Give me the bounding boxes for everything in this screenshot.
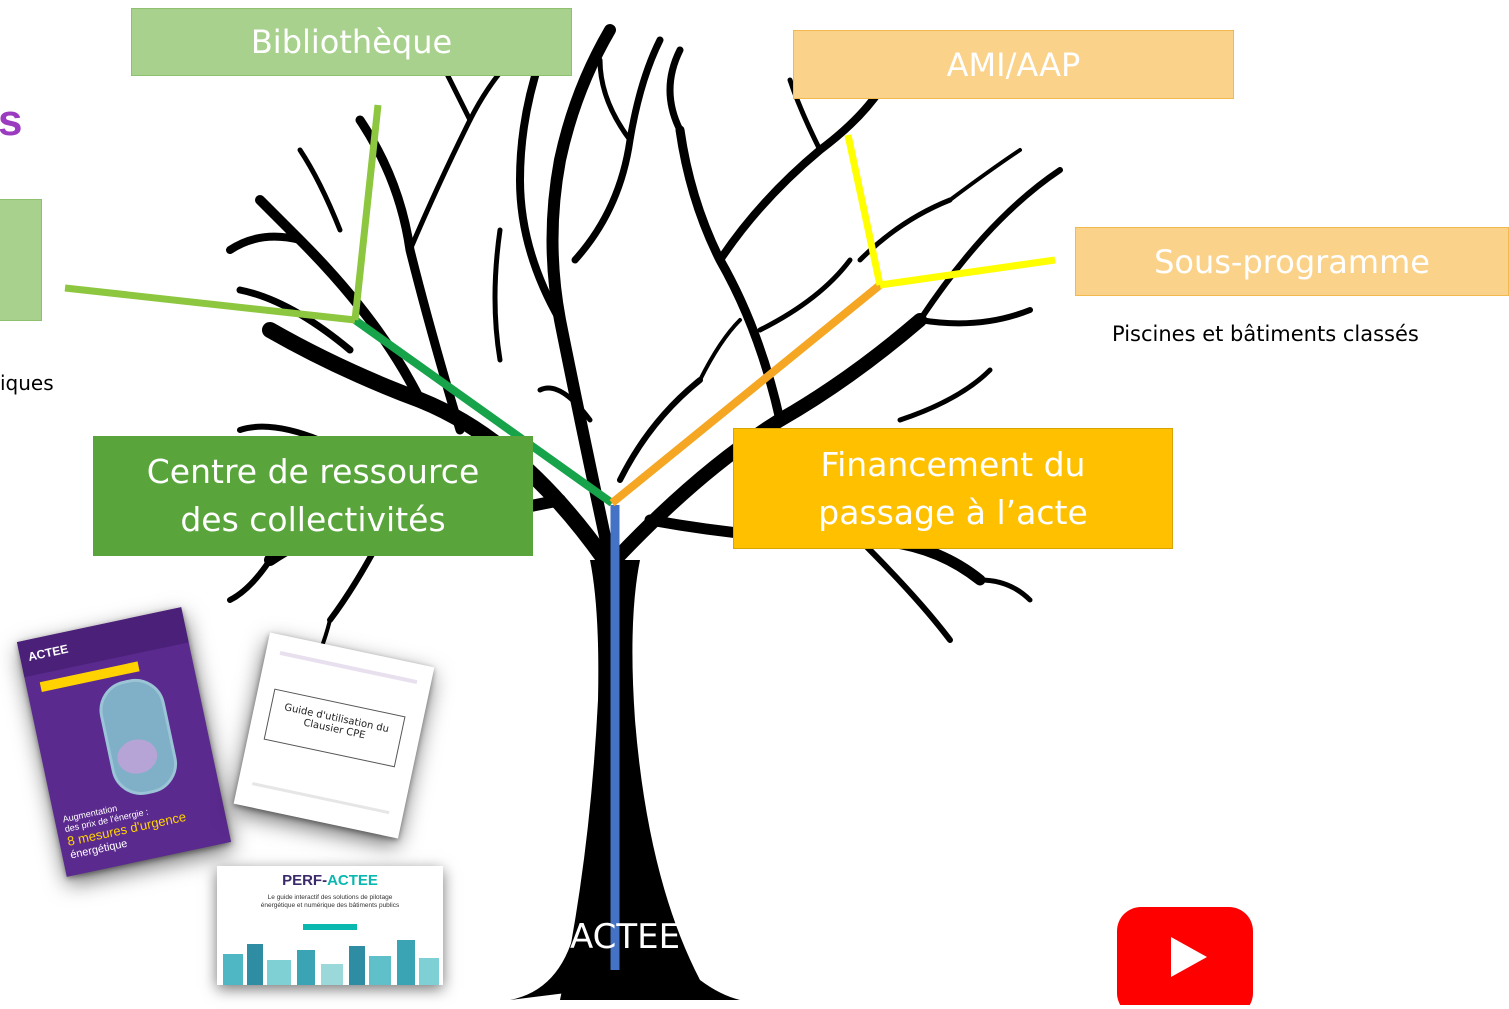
perf-title-part1: PERF- [282,872,328,889]
branch [787,77,823,153]
connector-yellow-up [844,134,884,286]
perf-subtitle-line2: énergétique et numérique des bâtiments p… [260,902,400,910]
branch [407,47,523,253]
branch [948,148,1022,202]
guide-footer-line [251,782,390,815]
branch [716,86,884,264]
left-caption-fragment: iques [0,371,54,395]
tree-root-left [510,930,590,1000]
financement-line2: passage à l’acte [818,492,1088,532]
centre-ressource-box[interactable]: Centre de ressource des collectivités [93,436,533,556]
ami-aap-box[interactable]: AMI/AAP [793,30,1234,99]
clausier-cpe-guide[interactable]: Guide d'utilisation du Clausier CPE [233,632,435,839]
booklet-phone-image [93,673,183,801]
branch [516,56,564,324]
branch [757,257,853,333]
branch [617,377,703,483]
branch [977,577,1033,603]
financement-box[interactable]: Financement du passage à l’acte [733,428,1173,549]
left-green-box [0,199,42,321]
connector-green-up [351,104,382,321]
perf-actee-guide[interactable]: PERF-ACTEE Le guide interactif des solut… [217,866,443,985]
youtube-play-icon[interactable] [1117,907,1253,1009]
branch [917,167,1063,323]
perf-city-illustration [223,940,439,985]
financement-line1: Financement du [820,444,1086,484]
perf-title-part2: ACTEE [327,872,378,889]
perf-subtitle: Le guide interactif des solutions de pil… [217,894,443,911]
centre-ressource-line1: Centre de ressource [146,452,480,492]
connector-dark-green [352,316,615,507]
page-heading-fragment: s [0,96,23,145]
branch [857,537,953,643]
branch [297,147,343,233]
connector-orange [609,281,883,507]
branch [226,232,304,254]
sous-programme-label: Sous-programme [1154,242,1430,281]
branch [897,367,993,423]
branch [597,57,633,143]
guide-title-frame: Guide d'utilisation du Clausier CPE [263,688,406,768]
branch [255,195,425,405]
connector-green-left [64,284,356,324]
tree-trunk [560,560,740,1000]
sous-programme-box[interactable]: Sous-programme [1075,227,1509,296]
perf-title: PERF-ACTEE [217,872,443,889]
branch [698,318,742,382]
branch [227,557,273,603]
branch [917,307,1033,327]
branch [537,385,593,423]
branch [666,46,684,134]
branch [492,227,503,363]
perf-subtitle-line1: Le guide interactif des solutions de pil… [267,894,393,901]
centre-ressource-line2: des collectivités [180,500,446,539]
piscines-caption: Piscines et bâtiments classés [1112,322,1419,346]
ami-aap-label: AMI/AAP [946,45,1081,84]
perf-button [303,924,357,930]
branch [857,197,953,263]
bibliotheque-box[interactable]: Bibliothèque [131,8,572,76]
branch [546,24,616,566]
actee-trunk-label: ACTEE [570,917,681,957]
bibliotheque-label: Bibliothèque [250,23,453,61]
connector-yellow-right [879,256,1056,289]
